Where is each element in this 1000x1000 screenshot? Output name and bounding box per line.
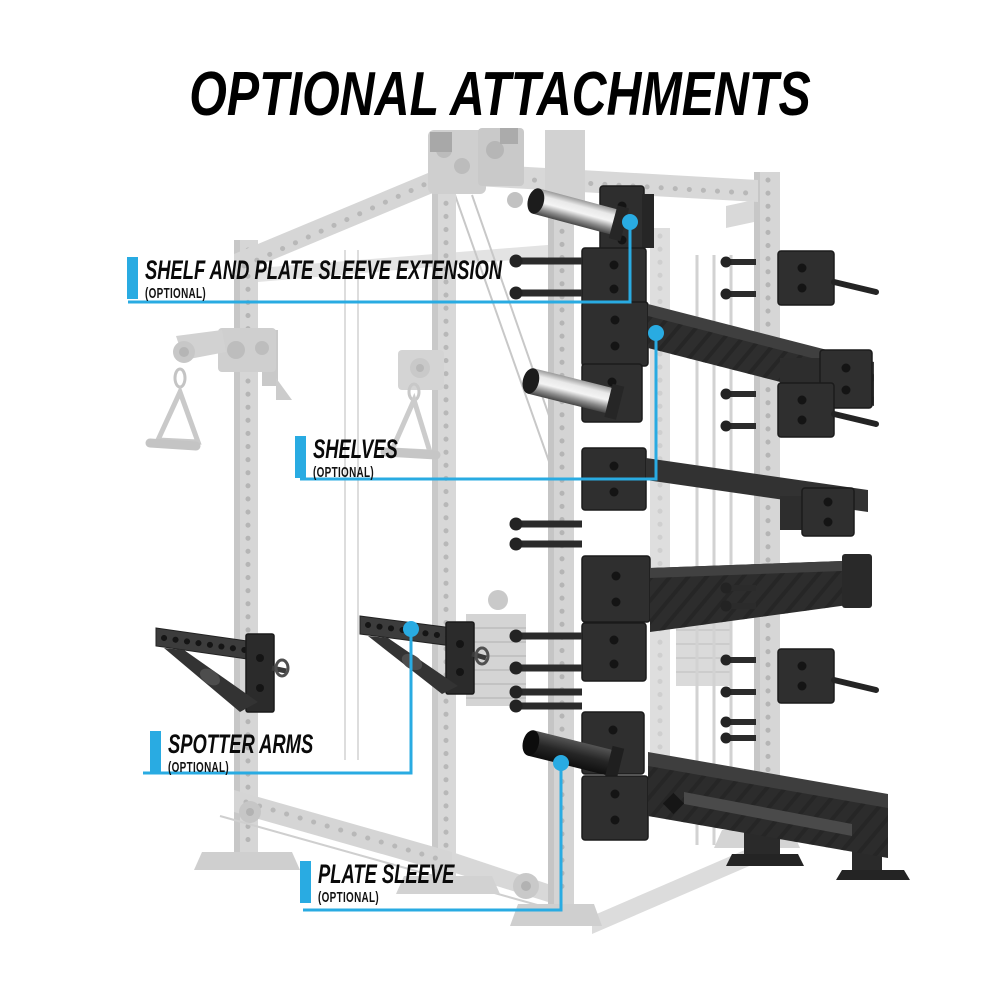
- callout-line-plate-sleeve: [303, 763, 563, 912]
- right-rail-brackets: [721, 251, 877, 744]
- callout-spotter-arms: SPOTTER ARMS (OPTIONAL): [150, 731, 382, 775]
- accent-bar-icon: [300, 861, 311, 903]
- plate-sleeve-attachment: [519, 711, 645, 782]
- callout-tag: (OPTIONAL): [145, 285, 207, 302]
- ghost-base: [194, 790, 800, 934]
- accent-bar-icon: [127, 257, 138, 299]
- callout-tag: (OPTIONAL): [318, 889, 380, 906]
- shelf-attachment-3: [581, 554, 872, 632]
- page-title: OPTIONAL ATTACHMENTS: [189, 60, 811, 129]
- callout-plate-sleeve: PLATE SLEEVE (OPTIONAL): [300, 861, 519, 905]
- callout-label: PLATE SLEEVE: [318, 859, 455, 889]
- callout-dot-shelf-extension: [622, 214, 638, 230]
- plate-sleeve-extension-attachment: [523, 182, 654, 255]
- ghost-cable-arm-left: [145, 328, 292, 451]
- callout-line-shelves: [300, 333, 658, 481]
- callout-dot-plate-sleeve: [553, 755, 569, 771]
- callout-label: SPOTTER ARMS: [168, 729, 314, 759]
- callout-dot-spotter-arms: [403, 621, 419, 637]
- plate-sleeve-mid-attachment: [519, 362, 643, 423]
- callout-line-shelf-extension: [128, 222, 632, 304]
- callout-tag: (OPTIONAL): [313, 464, 375, 481]
- callout-dot-shelves: [648, 325, 664, 341]
- tray-shelf-attachment: [581, 752, 910, 880]
- callout-dots: [403, 214, 664, 771]
- spotter-arm-right: [359, 615, 490, 695]
- ghost-cable-arm-right: [380, 350, 444, 460]
- callout-shelf-extension: SHELF AND PLATE SLEEVE EXTENSION (OPTION…: [127, 257, 670, 301]
- accent-bar-icon: [295, 436, 306, 478]
- callout-tag: (OPTIONAL): [168, 759, 230, 776]
- callout-label: SHELVES: [313, 434, 398, 464]
- callout-line-spotter-arms: [143, 629, 413, 775]
- accent-bar-icon: [150, 731, 161, 773]
- callout-shelves: SHELVES (OPTIONAL): [295, 436, 438, 480]
- spotter-arm-left: [155, 627, 290, 713]
- shelf-attachment-2: [581, 447, 868, 537]
- callout-label: SHELF AND PLATE SLEEVE EXTENSION: [145, 255, 503, 285]
- callout-lines: [128, 222, 658, 912]
- ghost-top-frame: [234, 128, 758, 276]
